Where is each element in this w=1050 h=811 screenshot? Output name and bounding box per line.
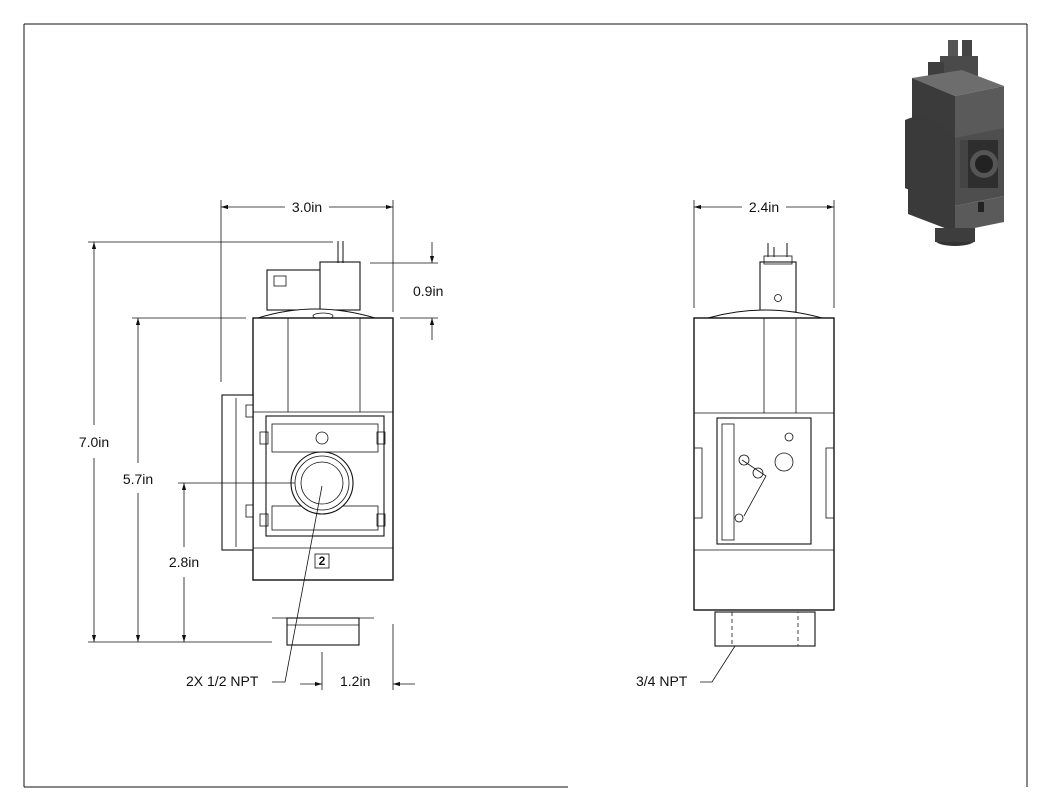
front-bottom-fitting (286, 617, 360, 646)
side-slot-left (693, 447, 703, 519)
side-window (716, 417, 812, 545)
port-number-badge (314, 553, 330, 569)
bottom-offset-dimension: 1.2in (340, 673, 370, 689)
side-solenoid (707, 243, 823, 319)
front-port-callout: 2X 1/2 NPT (186, 673, 259, 689)
top-offset-dimension: 0.9in (413, 283, 443, 299)
drawing-border (23, 23, 1028, 788)
width-dimension: 3.0in (292, 199, 322, 215)
isometric-view (905, 40, 1004, 246)
body-height-dimension: 5.7in (123, 471, 153, 487)
side-bottom-fitting (714, 611, 816, 647)
side-port-callout: 3/4 NPT (636, 673, 688, 689)
side-view (693, 243, 835, 647)
side-slot-right (825, 447, 835, 519)
side-dimensions: 2.4in 3/4 NPT (636, 199, 835, 689)
front-port (290, 451, 354, 515)
overall-height-dimension: 7.0in (79, 434, 109, 450)
side-width-dimension: 2.4in (749, 199, 779, 215)
front-side-block (221, 394, 254, 551)
front-view: 2 (221, 241, 394, 646)
port-number: 2 (319, 554, 326, 568)
port-height-dimension: 2.8in (169, 554, 199, 570)
front-solenoid (257, 241, 376, 320)
front-dimensions: 3.0in 7.0in 5.7in 2.8in 0.9in 1.2in 2X 1… (79, 199, 443, 690)
